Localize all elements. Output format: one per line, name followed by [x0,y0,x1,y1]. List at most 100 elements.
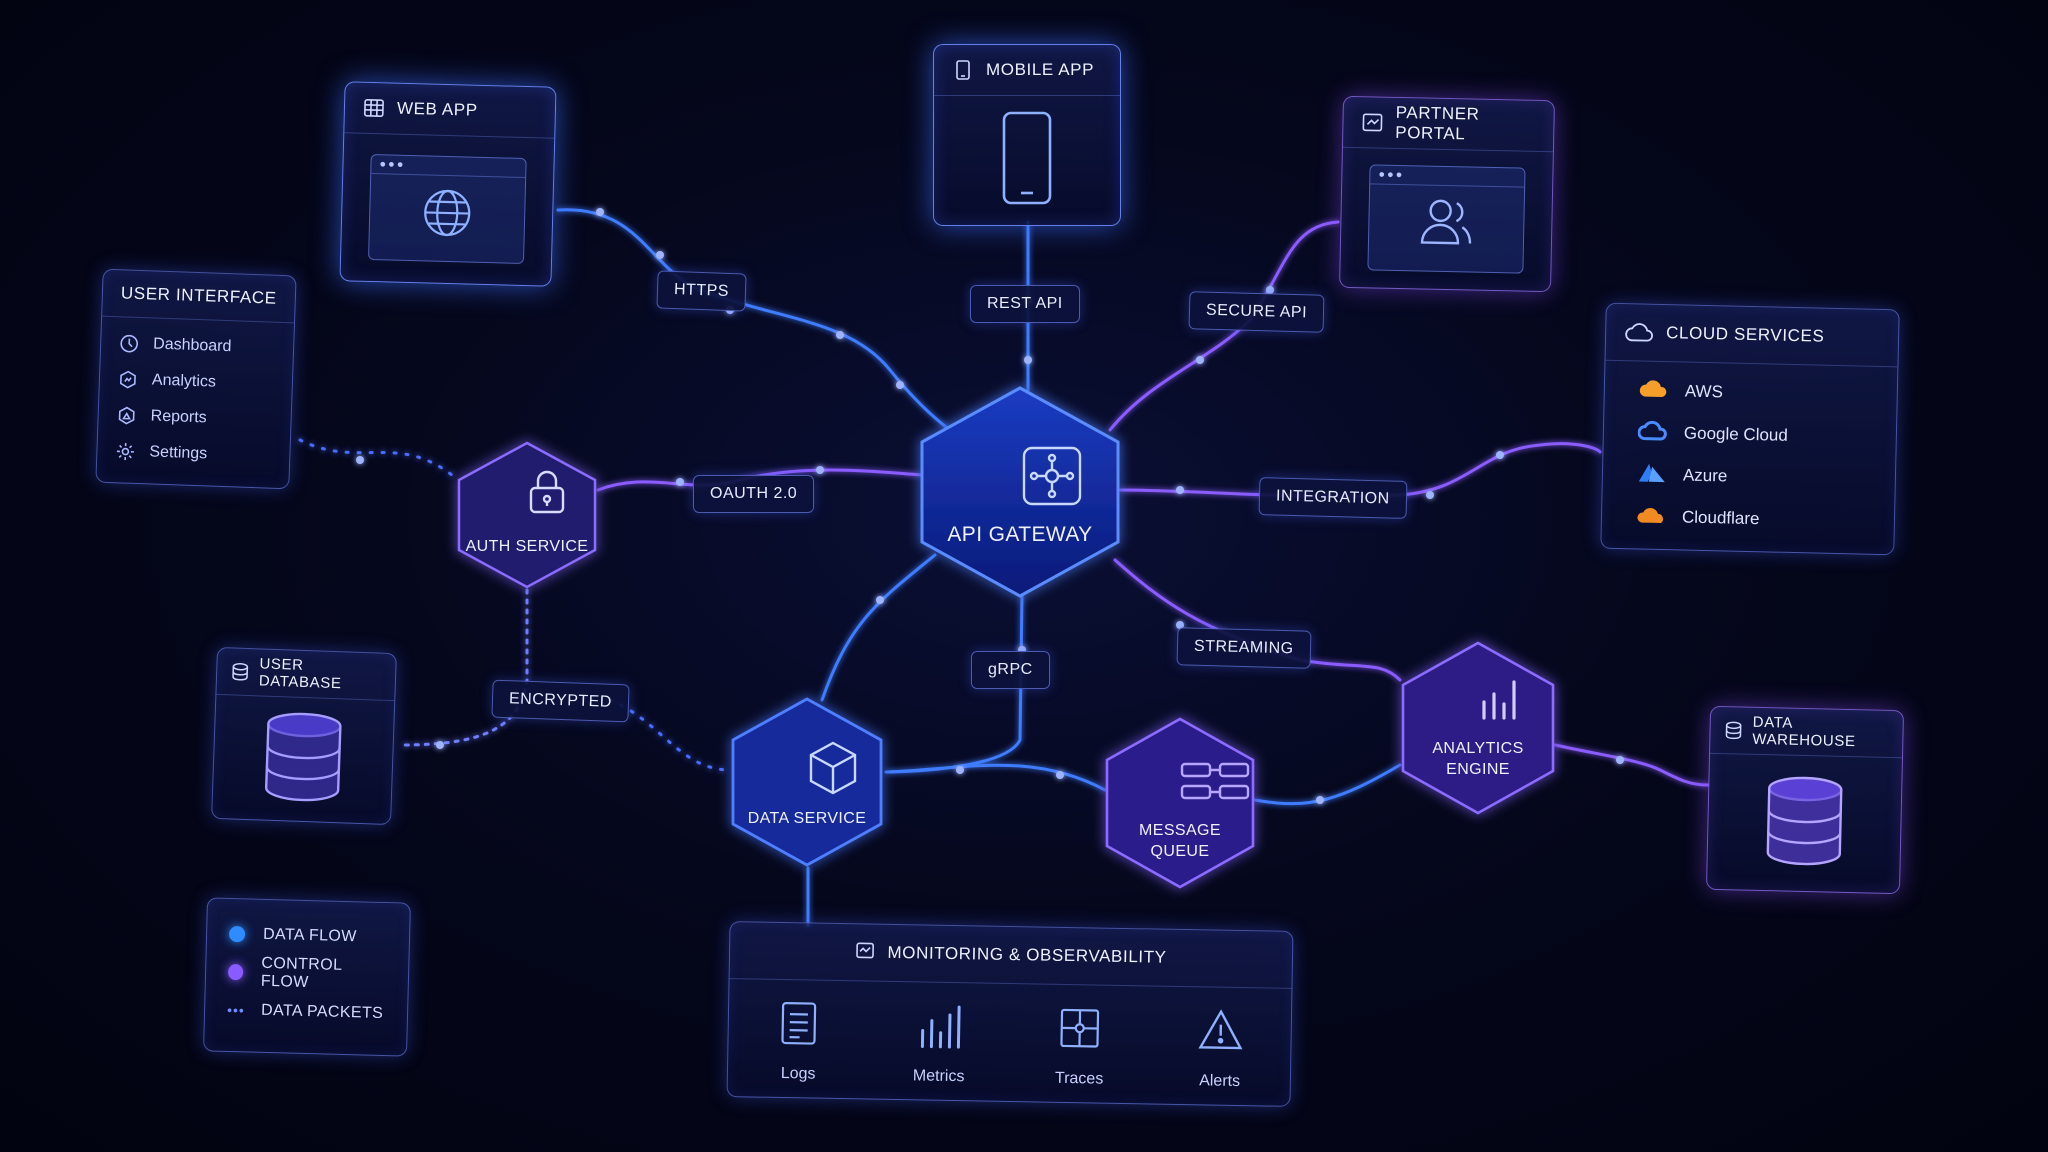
traces-icon [1059,1005,1102,1057]
user-interface-panel[interactable]: USER INTERFACE Dashboard Analytics Repor… [95,268,297,490]
data-service-hexagon [731,697,883,867]
monitoring-item-logs[interactable]: Logs [738,999,859,1084]
menu-item-settings[interactable]: Settings [115,433,272,474]
monitoring-item-alerts[interactable]: Alerts [1159,1007,1280,1092]
data-warehouse-title: DATA WAREHOUSE [1752,713,1856,751]
user-interface-header: USER INTERFACE [102,269,296,324]
web-app-title: WEB APP [396,98,478,120]
message-queue-hexagon [1105,717,1255,889]
analytics-engine-hexagon [1401,641,1555,815]
message-queue-node[interactable]: MESSAGE QUEUE [1104,716,1256,890]
reports-icon [116,405,137,426]
web-app-header: WEB APP [344,82,556,139]
database-icon [262,709,345,809]
cloudflare-icon [1636,504,1667,530]
user-database-title: USER DATABASE [258,655,342,693]
auth-service-label: AUTH SERVICE [465,538,589,555]
label-secure-api: SECURE API [1188,291,1325,333]
api-gateway-hexagon [920,386,1120,598]
partner-portal-header: PARTNER PORTAL [1342,96,1554,153]
mobile-app-panel[interactable]: MOBILE APP [933,44,1121,226]
analytics-icon [118,369,139,390]
analytics-engine-node[interactable]: ANALYTICS ENGINE [1400,640,1556,816]
monitoring-header: MONITORING & OBSERVABILITY [729,922,1293,989]
auth-service-hexagon [457,441,597,589]
menu-item-dashboard[interactable]: Dashboard [119,325,276,366]
portal-icon [1361,111,1383,133]
dashboard-icon [119,333,140,354]
cloud-icon [1624,321,1654,344]
wire-analytics-to-warehouse [1553,743,1710,787]
label-encrypted: ENCRYPTED [491,679,630,723]
data-service-node[interactable]: DATA SERVICE [730,696,884,868]
logs-icon [780,1000,819,1052]
browser-window: ●●● [367,153,527,265]
label-streaming: STREAMING [1176,627,1312,669]
wire-auth-to-db [398,588,529,747]
analytics-engine-label: ANALYTICS ENGINE [1432,740,1524,778]
user-interface-menu: Dashboard Analytics Reports Settings [97,317,294,484]
cloud-item-aws[interactable]: AWS [1604,369,1897,418]
control-flow-dot [227,963,244,981]
google-cloud-icon [1637,419,1669,447]
partner-portal-title: PARTNER PORTAL [1395,102,1480,144]
aws-icon [1639,378,1670,404]
portal-window: ●●● [1367,164,1526,274]
cloud-services-title: CLOUD SERVICES [1665,323,1825,346]
monitoring-title: MONITORING & OBSERVABILITY [887,942,1167,967]
menu-item-reports[interactable]: Reports [116,397,273,438]
cloud-item-google-cloud[interactable]: Google Cloud [1603,411,1896,460]
warehouse-small-icon [1724,721,1742,740]
message-queue-label: MESSAGE QUEUE [1139,822,1221,860]
monitoring-item-traces[interactable]: Traces [1019,1004,1140,1089]
label-integration: INTEGRATION [1258,477,1408,519]
legend-item-control-flow: CONTROL FLOW [227,953,387,995]
alert-icon [1197,1007,1244,1059]
wire-queue-to-analytics [1253,763,1402,806]
api-gateway-node[interactable]: API GATEWAY [918,384,1122,600]
globe-icon [420,186,473,244]
wire-gateway-to-cloud [1118,442,1602,498]
legend-panel: DATA FLOW CONTROL FLOW ••• DATA PACKETS [203,897,411,1057]
user-database-panel[interactable]: USER DATABASE [211,646,397,826]
wire-ui-to-auth [298,438,460,482]
monitoring-icon [855,940,875,965]
monitoring-item-metrics[interactable]: Metrics [878,1002,999,1087]
legend-item-data-packets: ••• DATA PACKETS [226,1001,384,1023]
data-warehouse-header: DATA WAREHOUSE [1710,706,1904,759]
cloud-item-cloudflare[interactable]: Cloudflare [1602,495,1895,544]
partner-portal-panel[interactable]: PARTNER PORTAL ●●● [1339,95,1555,293]
wire-gateway-to-data [820,553,937,702]
wire-web-to-gateway [556,208,952,432]
web-app-panel[interactable]: WEB APP ●●● [339,81,557,287]
gear-icon [115,441,136,462]
data-service-label: DATA SERVICE [747,810,867,827]
mobile-app-header: MOBILE APP [934,45,1120,96]
phone-small-icon [952,59,974,81]
smartphone-icon [1001,110,1053,211]
cloud-services-panel[interactable]: CLOUD SERVICES AWS Google Cloud Azure Cl… [1600,302,1900,556]
cloud-item-azure[interactable]: Azure [1602,453,1895,502]
data-flow-dot [228,925,246,943]
db-small-icon [231,662,250,681]
wire-data-to-queue [884,763,1107,792]
user-interface-title: USER INTERFACE [120,283,277,308]
legend-item-data-flow: DATA FLOW [228,915,388,957]
metrics-icon [918,1002,961,1054]
users-icon [1416,194,1477,252]
data-warehouse-panel[interactable]: DATA WAREHOUSE [1705,705,1905,895]
cloud-services-header: CLOUD SERVICES [1605,303,1899,368]
monitoring-panel[interactable]: MONITORING & OBSERVABILITY Logs Metrics … [726,921,1294,1107]
label-oauth: OAUTH 2.0 [693,475,815,513]
label-https: HTTPS [656,270,747,312]
wire-encrypted-to-data [608,698,732,772]
user-database-header: USER DATABASE [216,647,396,702]
grid-icon [363,97,386,120]
label-rest-api: REST API [970,285,1080,323]
data-packets-dots: ••• [226,1001,246,1019]
azure-icon [1637,461,1668,489]
auth-service-node[interactable]: AUTH SERVICE [456,440,598,590]
api-gateway-label: API GATEWAY [947,523,1093,546]
menu-item-analytics[interactable]: Analytics [117,361,274,402]
